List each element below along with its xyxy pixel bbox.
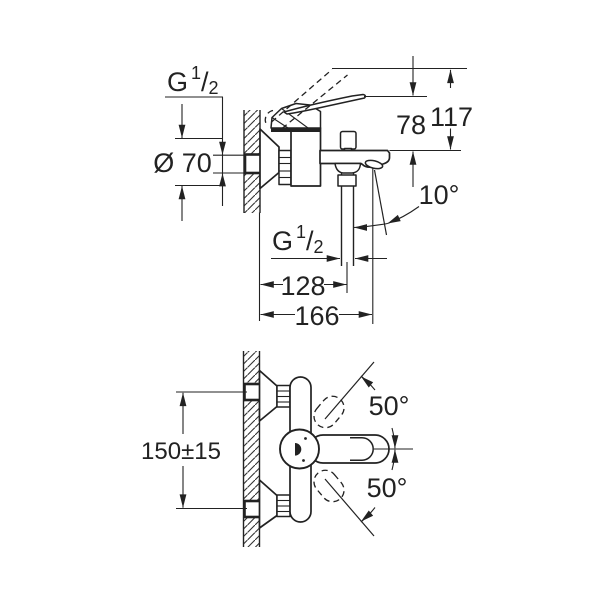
thread-top-prefix: G [167,67,188,97]
thread-top-denominator: 2 [209,78,219,98]
thread-top-slash: / [201,67,209,97]
thread-bottom-numerator: 1 [296,222,306,242]
svg-text:G1/2: G1/2 [272,222,324,257]
front-view: 50° 50° 150±15 [141,351,413,547]
dim-78-label: 78 [396,110,426,140]
escutcheon [259,128,280,190]
union-nut-upper [276,384,291,408]
lever-grip-contour [350,437,374,461]
svg-text:G1/2: G1/2 [167,63,219,98]
thread-bottom-prefix: G [272,226,293,256]
thread-top-numerator: 1 [191,63,201,83]
thread-bottom-slash: / [306,226,314,256]
lever-up-dashed [313,395,345,429]
dim-128-label: 128 [280,271,325,301]
dome-detail [295,443,302,456]
lever-handle [283,93,367,115]
dim-height-78: 78 [396,56,426,187]
dome-dot-upper [304,437,307,440]
dim-wall-to-shower-outlet: 128 [260,262,348,301]
dim-50up-label: 50° [369,391,410,421]
lever-raised-dashed [264,69,348,130]
dim-wall-to-spout-tip: 166 [260,301,372,331]
dim-dia70-label: Ø 70 [153,148,212,178]
lever-down-dashed [313,469,345,503]
dim-connection-centers: 150±15 [141,391,247,510]
dim-117-label: 117 [430,102,473,132]
escutcheon-upper [258,369,278,422]
mixer-body [290,127,322,187]
shower-outlet-pipe [334,162,362,266]
dim-lever-swing-down: 50° [324,449,408,537]
wall-hatch [243,110,261,321]
dim-150-label: 150±15 [141,438,221,465]
union-nut-lower [276,494,291,518]
union-nut [278,149,292,186]
escutcheon-lower [258,479,278,529]
dim-escutcheon-diameter: Ø 70 [153,104,223,221]
dim-lever-swing-up: 50° [324,361,410,449]
diverter-knob [339,130,357,154]
dim-10deg-label: 10° [419,180,460,210]
dim-50down-label: 50° [367,473,408,503]
dome-dot-lower [302,459,305,462]
dim-spout-angle: 10° [353,180,460,231]
thread-bottom-denominator: 2 [314,237,324,257]
dim-166-label: 166 [294,301,339,331]
dim-height-117: 117 [430,69,473,150]
